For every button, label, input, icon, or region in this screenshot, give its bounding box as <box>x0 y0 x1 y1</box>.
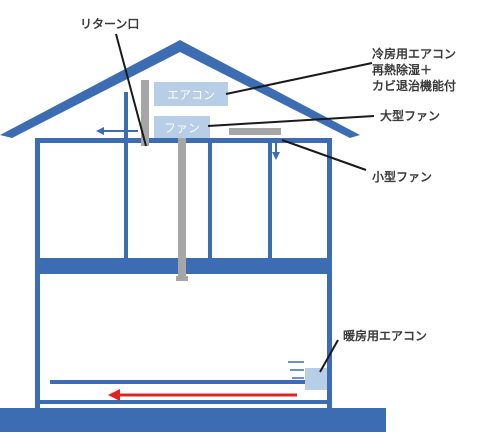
right-duct <box>229 128 281 135</box>
leader-large-fan <box>207 115 375 127</box>
label-heating-ac: 暖房用エアコン <box>343 329 428 343</box>
vertical-duct <box>178 136 186 276</box>
duct-outlet <box>176 276 188 281</box>
leader-small-fan <box>281 139 367 171</box>
fan-unit-label: ファン <box>164 121 200 135</box>
upper-post-right <box>268 142 272 258</box>
label-cooling-ac-1: 冷房用エアコン <box>372 47 457 61</box>
ground-floor-line <box>38 400 330 404</box>
foundation <box>0 408 386 432</box>
label-cooling-ac-3: カビ退治機能付 <box>372 79 457 93</box>
upper-post-left <box>124 92 128 258</box>
upper-post-mid <box>208 142 212 258</box>
heating-ac-vents <box>288 361 304 379</box>
left-airflow-arrowhead <box>96 127 104 135</box>
label-return-port: リターン口 <box>80 17 140 31</box>
warm-airflow-arrowhead <box>108 389 120 401</box>
label-small-fan: 小型ファン <box>372 170 433 184</box>
leader-return-port <box>115 33 147 147</box>
label-large-fan: 大型ファン <box>380 109 441 123</box>
heating-ac-unit <box>305 368 327 390</box>
return-duct <box>141 80 149 146</box>
down-airflow-arrowhead <box>272 152 280 160</box>
underfloor-duct <box>50 380 305 384</box>
fan-unit <box>154 116 210 138</box>
ac-unit-label: エアコン <box>167 88 215 102</box>
ac-unit <box>154 82 228 106</box>
leader-heating-ac <box>319 339 339 373</box>
leader-cooling-ac <box>225 62 373 95</box>
label-cooling-ac-2: 再熱除湿＋ <box>372 63 433 77</box>
left-wall <box>35 138 40 408</box>
